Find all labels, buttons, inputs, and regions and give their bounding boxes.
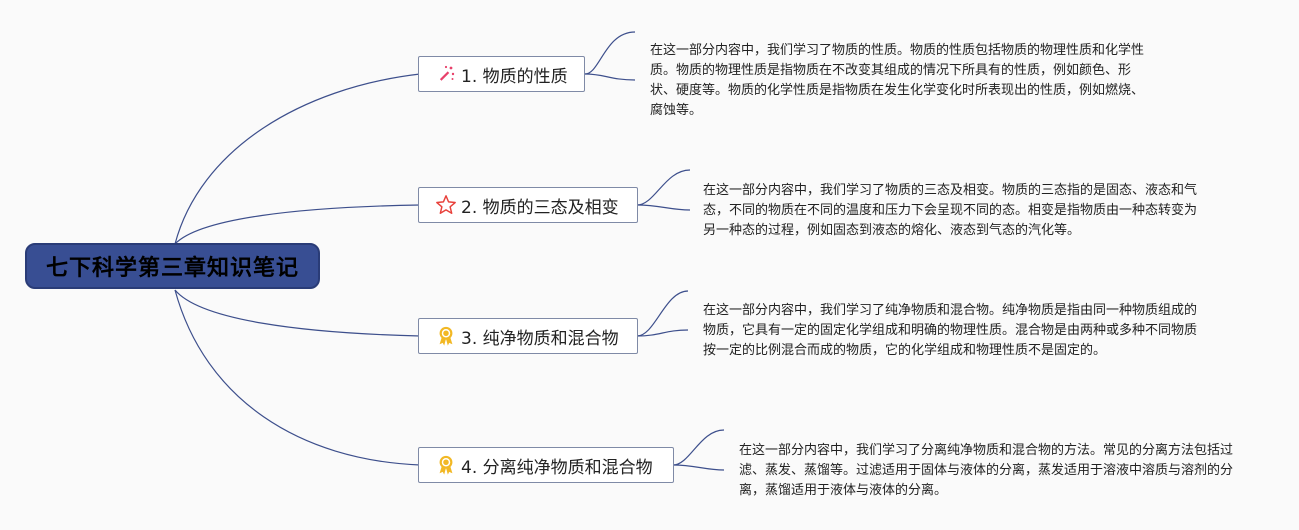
topic-note-3: 在这一部分内容中，我们学习了纯净物质和混合物。纯净物质是指由同一种物质组成的物质… [703,303,1198,358]
award-ribbon-icon [435,454,457,476]
topic-label-2: 2. 物质的三态及相变 [461,197,619,218]
topic-note-4: 在这一部分内容中，我们学习了分离纯净物质和混合物的方法。常见的分离方法包括过滤、… [739,443,1234,498]
root-title: 七下科学第三章知识笔记 [45,256,299,281]
note-connector-3 [636,290,689,337]
topic-label-1: 1. 物质的性质 [461,66,568,87]
root-topic[interactable]: 七下科学第三章知识笔记 [25,243,320,289]
note-connector-2b [636,204,691,211]
award-ribbon-icon [435,325,457,347]
branch-line-3 [174,289,421,337]
topic-note-1: 在这一部分内容中，我们学习了物质的性质。物质的性质包括物质的物理性质和化学性质。… [650,43,1145,118]
topic-note-2: 在这一部分内容中，我们学习了物质的三态及相变。物质的三态指的是固态、液态和气态，… [703,183,1198,238]
topic-node-2[interactable]: 2. 物质的三态及相变 [418,187,638,223]
note-connector-1 [584,31,636,75]
star-icon [435,194,457,216]
note-connector-3b [636,329,689,337]
topic-node-1[interactable]: 1. 物质的性质 [418,56,585,92]
note-connector-4b [672,464,725,471]
topic-label-3: 3. 纯净物质和混合物 [461,328,619,349]
note-connector-4 [672,429,725,466]
topic-node-3[interactable]: 3. 纯净物质和混合物 [418,318,638,354]
note-connector-1b [584,73,636,81]
note-connector-2 [636,169,691,206]
branch-line-4 [174,289,421,466]
branch-line-1 [174,73,421,245]
topic-label-4: 4. 分离纯净物质和混合物 [461,457,653,478]
sparkle-icon [435,63,457,85]
topic-node-4[interactable]: 4. 分离纯净物质和混合物 [418,447,674,483]
branch-line-2 [174,204,421,245]
